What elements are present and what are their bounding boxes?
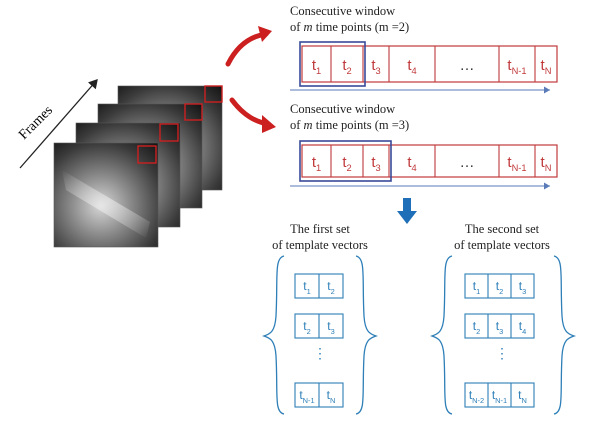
window_m3-cell: t3 [371,154,380,173]
window_m3-cell: tN-1 [507,154,526,173]
first-set-title-line2: of template vectors [272,238,368,252]
frames-axis-line [19,79,98,169]
second-set-title-line2: of template vectors [454,238,550,252]
window-m2-title-line1: Consecutive window [290,4,395,18]
second_set-vector-cell: t2 [473,319,480,336]
second-set-left-brace [429,255,453,415]
second_set-vector-cell: tN [518,388,527,405]
window-m3: Consecutive window of m time points (m =… [290,102,558,190]
window_m3-cell: t2 [342,154,351,173]
second_set-vector-cell: t3 [519,279,526,296]
first_set-vector-row: t1 t2 [294,273,344,299]
second-set-vertical-dots: ⋮ [495,347,509,362]
window_m3-cell: … [460,154,475,171]
window_m2-cell: t1 [312,57,321,76]
window_m3-cell: tN [541,154,552,173]
window_m3-selection-window [299,140,392,182]
second_set-vector-cell: tN-2 [469,388,484,405]
red-arrow-up [225,31,269,67]
first-set-rows: t1 t2 t2 t3 tN-1 tN [294,273,344,408]
first_set-vector-cell: t1 [303,279,310,296]
first_set-vector-row: t2 t3 [294,313,344,339]
first-set-left-brace [261,255,285,415]
second_set-vector-cell: t4 [519,319,526,336]
second_set-vector-cell: t2 [496,279,503,296]
window-m2: Consecutive window of m time points (m =… [290,4,558,94]
second_set-vector-cell: t3 [496,319,503,336]
window-m3-cells: t1 t2 t3 t4 … tN-1 tN [299,140,558,182]
window_m3-cell: t1 [312,154,321,173]
red-curved-arrows [225,26,276,133]
blue-down-arrow [397,198,417,224]
first-set-right-brace [355,255,379,415]
second_set-vector-row: tN-2 tN-1 tN [464,382,535,408]
window_m2-cell: … [460,57,475,74]
window_m2-cell: t2 [342,57,351,76]
first_set-vector-cell: t2 [327,279,334,296]
frames-axis-label: Frames [16,103,56,143]
first-set-title-line1: The first set [290,222,350,236]
window-m3-title-line1: Consecutive window [290,102,395,116]
first_set-vector-cell: t2 [303,319,310,336]
window-m2-title-line2: of m time points (m =2) [290,20,409,34]
window-m3-title-line2: of m time points (m =3) [290,118,409,132]
first_set-vector-row: tN-1 tN [294,382,344,408]
second-set-right-brace [553,255,577,415]
second-set-rows: t1 t2 t3 t2 t3 t4 tN-2 tN-1 tN [464,273,535,408]
first_set-vector-cell: tN-1 [299,388,314,405]
window_m3-cell: t4 [407,154,416,173]
second_set-vector-cell: t1 [473,279,480,296]
window_m3-sequence-outline [301,144,558,178]
frame-1 [53,142,159,248]
window_m2-cell: tN [541,57,552,76]
first-set-vertical-dots: ⋮ [313,347,327,362]
window-m2-cells: t1 t2 t3 t4 … tN-1 tN [299,41,558,87]
second_set-vector-row: t1 t2 t3 [464,273,535,299]
window_m2-sequence-outline [301,45,558,83]
window_m2-cell: t3 [371,57,380,76]
second_set-vector-row: t2 t3 t4 [464,313,535,339]
second-set-title-line1: The second set [465,222,540,236]
window_m2-cell: tN-1 [507,57,526,76]
first_set-vector-cell: t3 [327,319,334,336]
window_m2-cell: t4 [407,57,416,76]
second_set-vector-cell: tN-1 [492,388,507,405]
frame-stack [53,85,223,248]
first_set-vector-cell: tN [327,388,336,405]
window_m2-selection-window [299,41,366,87]
